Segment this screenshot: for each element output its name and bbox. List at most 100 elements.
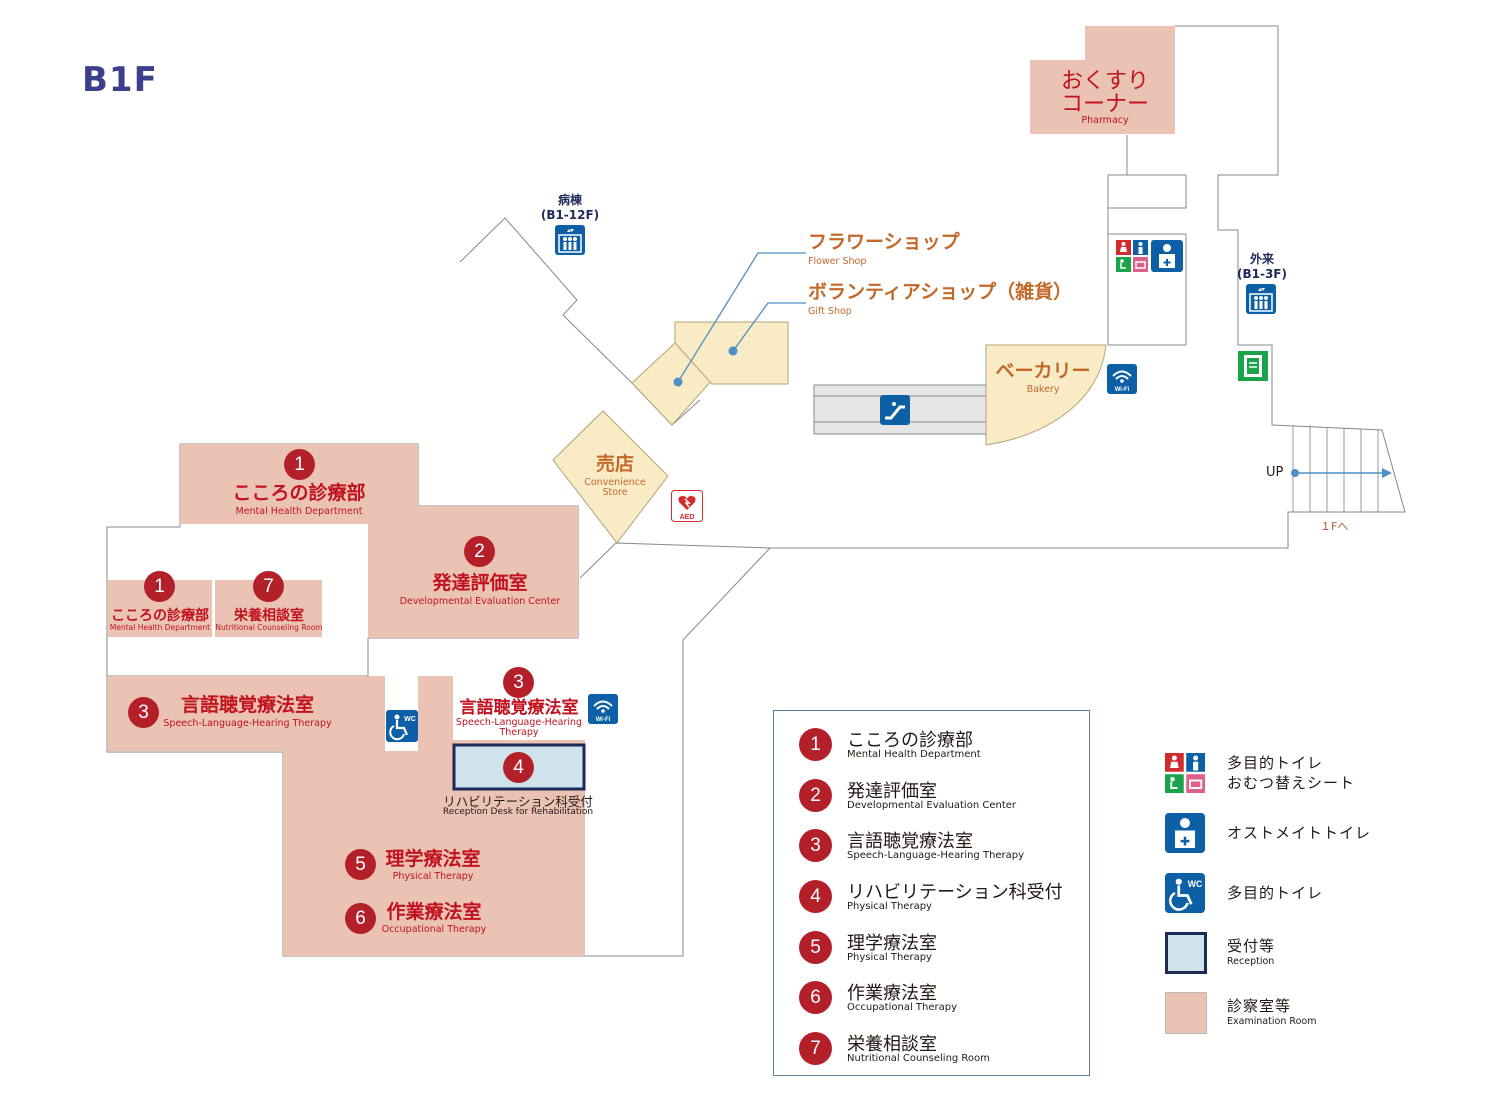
outpatient-elevator-line2: (B1-3F) (1237, 267, 1287, 281)
gift-shop-label: ボランティアショップ（雑貨） Gift Shop (808, 281, 1073, 317)
gift-pointer-dot (728, 346, 738, 356)
legend-en: Mental Health Department (847, 749, 981, 760)
key-multipurpose-text: 多目的トイレ (1227, 884, 1324, 902)
room-number-badge: 5 (345, 849, 376, 880)
legend-jp: リハビリテーション科受付 (847, 882, 1063, 903)
speech-right-jp: 言語聴覚療法室 (459, 698, 579, 718)
rehab-reception-en: Reception Desk for Rehabilitation (442, 807, 594, 818)
room-number-badge: 4 (503, 752, 534, 783)
ward-elevator-line1: 病棟 (557, 193, 582, 207)
physical-label: 理学療法室 Physical Therapy (385, 848, 481, 882)
exam-room-swatch (1165, 992, 1207, 1034)
outpatient-elevator-label: 外来 (B1-3F) (1222, 252, 1302, 282)
mental-top-jp: こころの診療部 (232, 482, 366, 504)
legend-jp: こころの診療部 (847, 730, 973, 751)
bakery-label: ベーカリー Bakery (990, 360, 1096, 395)
up-arrow-head (1382, 468, 1392, 478)
key-multipurpose: WC 多目的トイレ (1165, 873, 1322, 917)
svg-text:AED: AED (680, 514, 695, 521)
mental-top-en: Mental Health Department (235, 505, 363, 517)
bakery-area (985, 344, 1107, 446)
speech-right-label: 言語聴覚療法室 Speech-Language-Hearing Therapy (455, 698, 583, 738)
convenience-store-area (552, 410, 669, 544)
wheelchair-wc-icon: WC (1165, 873, 1205, 913)
room-developmental (368, 506, 578, 638)
physical-jp: 理学療法室 (385, 848, 481, 870)
mental-top-label: こころの診療部 Mental Health Department (200, 482, 398, 517)
room-number-badge: 3 (503, 667, 534, 698)
key-multipurpose-diaper-line1: 多目的トイレ (1227, 754, 1324, 772)
key-multipurpose-diaper-line2: おむつ替えシート (1227, 774, 1356, 793)
elevator-icon (1246, 284, 1276, 314)
room-number-badge: 1 (144, 571, 175, 602)
flower-shop-label: フラワーショップ Flower Shop (808, 231, 960, 267)
key-reception-text: 受付等 Reception (1227, 936, 1275, 969)
convenience-label: 売店 Convenience Store (575, 454, 655, 498)
nutrition-label: 栄養相談室 Nutritional Counseling Room (215, 609, 323, 632)
flower-pointer-dot (673, 377, 683, 387)
gift-shop-jp: ボランティアショップ（雑貨） (808, 281, 1073, 303)
physical-en: Physical Therapy (392, 870, 474, 882)
convenience-en-1: Convenience (584, 476, 646, 488)
key-reception: 受付等 Reception (1165, 932, 1274, 978)
pharmacy-label: おくすり コーナー Pharmacy (1035, 70, 1175, 126)
key-reception-en: Reception (1227, 956, 1275, 968)
speech-right-en: Speech-Language-Hearing Therapy (455, 716, 583, 738)
bakery-en: Bakery (1026, 383, 1060, 395)
key-multipurpose-diaper-text: 多目的トイレ おむつ替えシート (1227, 753, 1355, 794)
wifi-icon: Wi-Fi (1107, 364, 1137, 394)
legend-number: 2 (799, 779, 832, 812)
room-number-badge: 1 (284, 449, 315, 480)
flower-shop-en: Flower Shop (808, 255, 867, 267)
room-number-badge: 6 (345, 903, 376, 934)
outpatient-elevator-line1: 外来 (1249, 252, 1274, 266)
developmental-jp: 発達評価室 (432, 572, 528, 594)
reception-swatch (1165, 932, 1207, 974)
legend-en: Physical Therapy (847, 901, 932, 912)
legend-number: 4 (799, 880, 832, 913)
legend-jp: 発達評価室 (847, 781, 937, 802)
speech-left-jp: 言語聴覚療法室 (180, 694, 314, 716)
escalator-icon (880, 395, 910, 425)
up-arrow-dot (1291, 469, 1299, 477)
ward-elevator-label: 病棟 (B1-12F) (530, 193, 610, 223)
multipurpose-diaper-icon (1165, 753, 1205, 793)
corridor-bake (1108, 233, 1187, 346)
legend-number: 5 (799, 931, 832, 964)
key-exam-jp: 診察室等 (1227, 997, 1292, 1015)
elevator-icon (555, 225, 585, 255)
multipurpose-diaper-icon (1116, 240, 1148, 272)
developmental-label: 発達評価室 Developmental Evaluation Center (380, 572, 580, 607)
occupational-en: Occupational Therapy (381, 923, 487, 935)
room-number-badge: 3 (128, 697, 159, 728)
wheelchair-wc-icon: WC (386, 710, 418, 742)
speech-left-en: Speech-Language-Hearing Therapy (163, 717, 332, 729)
wifi-icon: Wi-Fi (588, 694, 618, 724)
flower-shop-area (631, 321, 789, 426)
convenience-en-2: Store (602, 486, 628, 498)
legend-en: Developmental Evaluation Center (847, 800, 1017, 811)
stairs-to-1f-label: １Fへ (1320, 520, 1349, 533)
svg-text:Wi-Fi: Wi-Fi (1115, 387, 1130, 393)
legend-number: 3 (799, 829, 832, 862)
rehab-reception-jp: リハビリテーション科受付 (443, 794, 593, 809)
room-number-badge: 2 (464, 536, 495, 567)
key-exam-room: 診察室等 Examination Room (1165, 992, 1316, 1038)
bakery-jp: ベーカリー (995, 360, 1091, 382)
legend-jp: 栄養相談室 (847, 1034, 937, 1055)
ward-elevator-line2: (B1-12F) (540, 208, 600, 222)
corridor-right (1107, 174, 1187, 345)
key-exam-text: 診察室等 Examination Room (1227, 996, 1316, 1029)
pharmacy-jp-1: おくすり (1060, 69, 1149, 94)
flower-pointer (677, 252, 806, 383)
nutrition-en: Nutritional Counseling Room (215, 622, 323, 632)
flower-shop-jp: フラワーショップ (808, 231, 960, 253)
ostomate-icon (1165, 813, 1205, 853)
mental-small-jp: こころの診療部 (111, 608, 209, 624)
legend-number: 7 (799, 1032, 832, 1065)
aed-icon: AED (671, 490, 703, 522)
legend-jp: 言語聴覚療法室 (847, 831, 973, 852)
legend-jp: 作業療法室 (847, 983, 937, 1004)
pharmacy-jp-2: コーナー (1060, 92, 1149, 118)
legend-en: Speech-Language-Hearing Therapy (847, 850, 1025, 861)
